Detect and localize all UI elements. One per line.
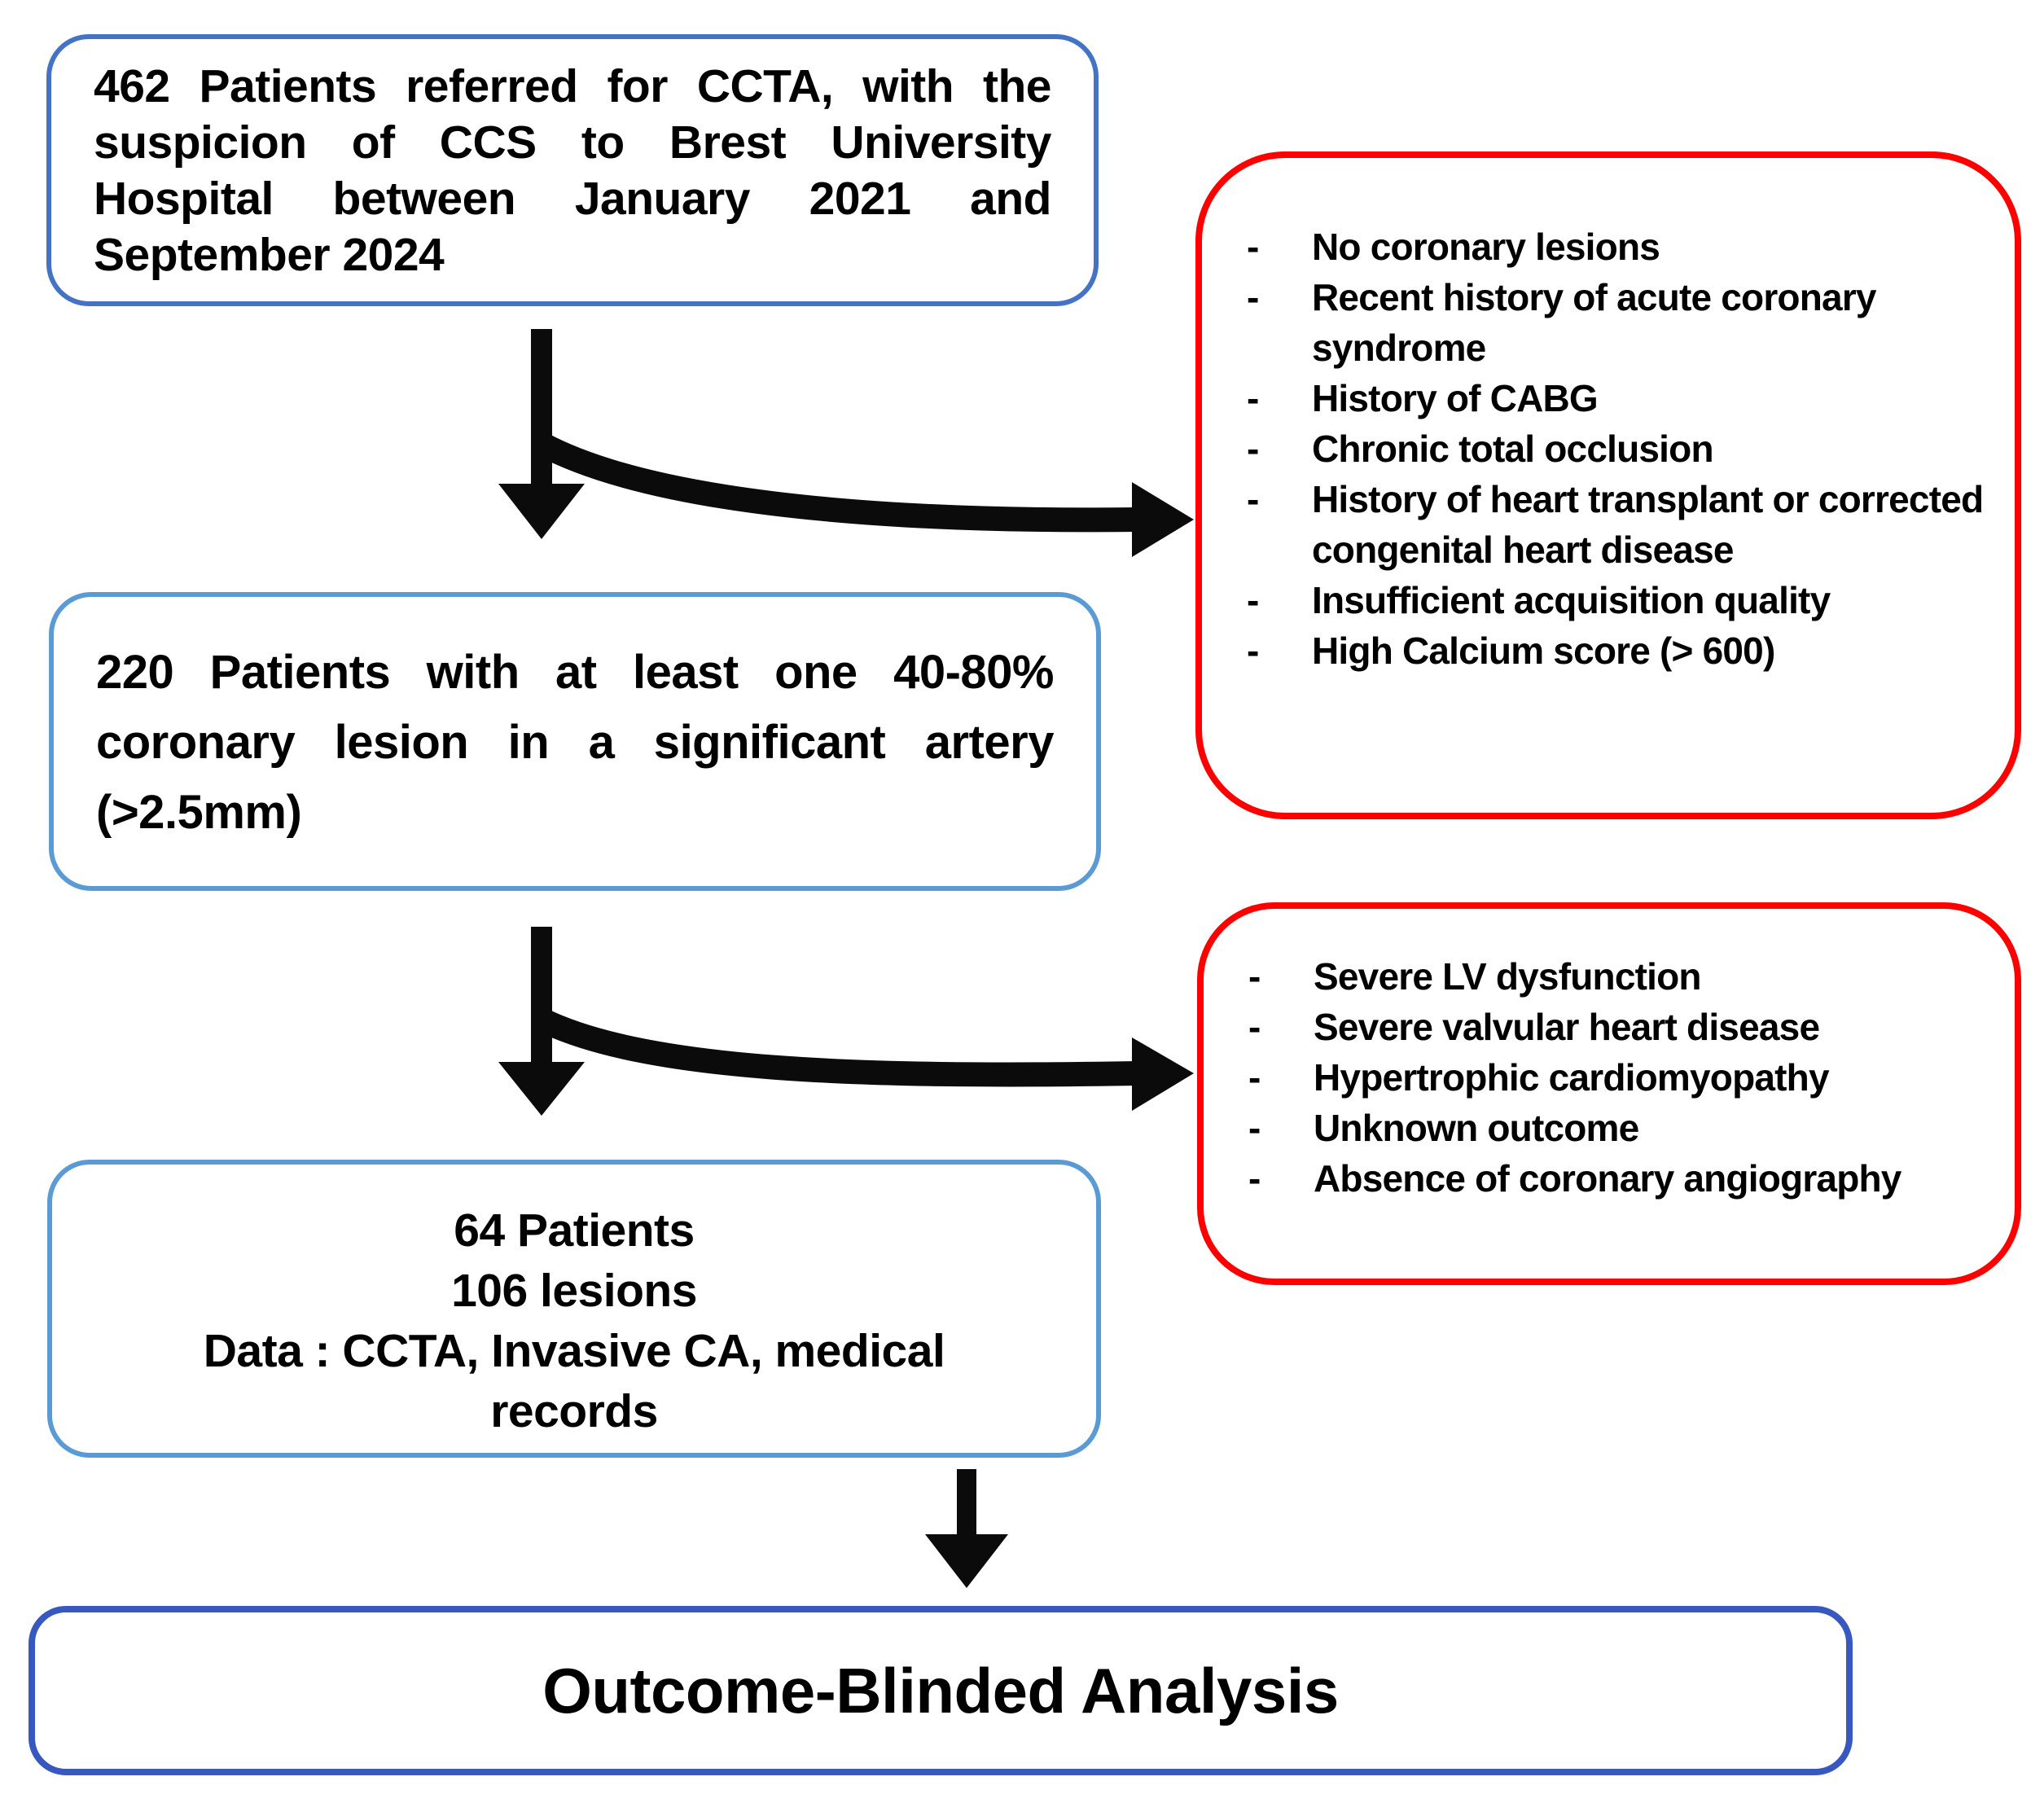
list-item-text: History of CABG <box>1312 377 1599 419</box>
bullet-dash: - <box>1248 955 1261 998</box>
list-item: - Severe valvular heart disease <box>1248 1002 1990 1052</box>
list-item-text: Insufficient acquisition quality <box>1312 579 1831 621</box>
list-item-text: Absence of coronary angiography <box>1314 1157 1901 1200</box>
list-item: - No coronary lesions <box>1247 222 1990 272</box>
list-item: - Recent history of acute coronary syndr… <box>1247 272 1990 373</box>
list-item: - History of CABG <box>1247 373 1990 423</box>
list-item: - Absence of coronary angiography <box>1248 1153 1990 1204</box>
bullet-dash: - <box>1248 1157 1261 1200</box>
box-outcome-blinded-analysis: Outcome-Blinded Analysis <box>29 1606 1853 1775</box>
list-item-text: Recent history of acute coronary syndrom… <box>1312 276 1877 369</box>
arrow-down-1-icon <box>498 329 585 539</box>
list-item-text: High Calcium score (> 600) <box>1312 630 1775 672</box>
list-item: - Hypertrophic cardiomyopathy <box>1248 1052 1990 1103</box>
bullet-dash: - <box>1247 630 1259 672</box>
box-exclusion-criteria-1: - No coronary lesions - Recent history o… <box>1195 151 2021 819</box>
list-item-text: Severe LV dysfunction <box>1314 955 1702 998</box>
arrow-branch-right-2-icon <box>536 1008 1194 1111</box>
bullet-dash: - <box>1247 428 1259 470</box>
box-patients-with-lesion: 220 Patients with at least one 40-80% co… <box>49 592 1101 891</box>
list-item: - Chronic total occlusion <box>1247 423 1990 474</box>
bullet-dash: - <box>1247 579 1259 621</box>
bullet-dash: - <box>1247 377 1259 419</box>
final-cohort-patients: 64 Patients <box>454 1204 695 1257</box>
list-item: - Severe LV dysfunction <box>1248 951 1990 1002</box>
list-item: - Unknown outcome <box>1248 1103 1990 1153</box>
list-item-text: Chronic total occlusion <box>1312 428 1714 470</box>
list-item-text: Unknown outcome <box>1314 1107 1639 1149</box>
list-item-text: History of heart transplant or corrected… <box>1312 478 1984 571</box>
bullet-dash: - <box>1248 1006 1261 1048</box>
final-cohort-data-sources: Data : CCTA, Invasive CA, medical record… <box>203 1325 945 1437</box>
arrow-down-2-icon <box>498 927 585 1116</box>
box-exclusion-criteria-2: - Severe LV dysfunction - Severe valvula… <box>1197 902 2021 1285</box>
list-item: - Insufficient acquisition quality <box>1247 575 1990 625</box>
final-cohort-lesions: 106 lesions <box>451 1265 697 1317</box>
box-final-cohort: 64 Patients 106 lesions Data : CCTA, Inv… <box>47 1160 1101 1458</box>
box-patients-referred-text: 462 Patients referred for CCTA, with the… <box>94 60 1052 281</box>
list-item-text: Hypertrophic cardiomyopathy <box>1314 1056 1830 1099</box>
list-item-text: No coronary lesions <box>1312 226 1660 268</box>
bullet-dash: - <box>1248 1107 1261 1149</box>
bullet-dash: - <box>1247 226 1259 268</box>
outcome-blinded-analysis-text: Outcome-Blinded Analysis <box>542 1654 1339 1726</box>
list-item: - High Calcium score (> 600) <box>1247 625 1990 676</box>
bullet-dash: - <box>1248 1056 1261 1099</box>
list-item: - History of heart transplant or correct… <box>1247 474 1990 575</box>
list-item-text: Severe valvular heart disease <box>1314 1006 1820 1048</box>
box-patients-referred: 462 Patients referred for CCTA, with the… <box>46 34 1099 306</box>
box-patients-with-lesion-text: 220 Patients with at least one 40-80% co… <box>96 646 1055 839</box>
bullet-dash: - <box>1247 276 1259 318</box>
bullet-dash: - <box>1247 478 1259 520</box>
arrow-branch-right-1-icon <box>535 432 1194 557</box>
arrow-down-3-icon <box>925 1469 1008 1588</box>
